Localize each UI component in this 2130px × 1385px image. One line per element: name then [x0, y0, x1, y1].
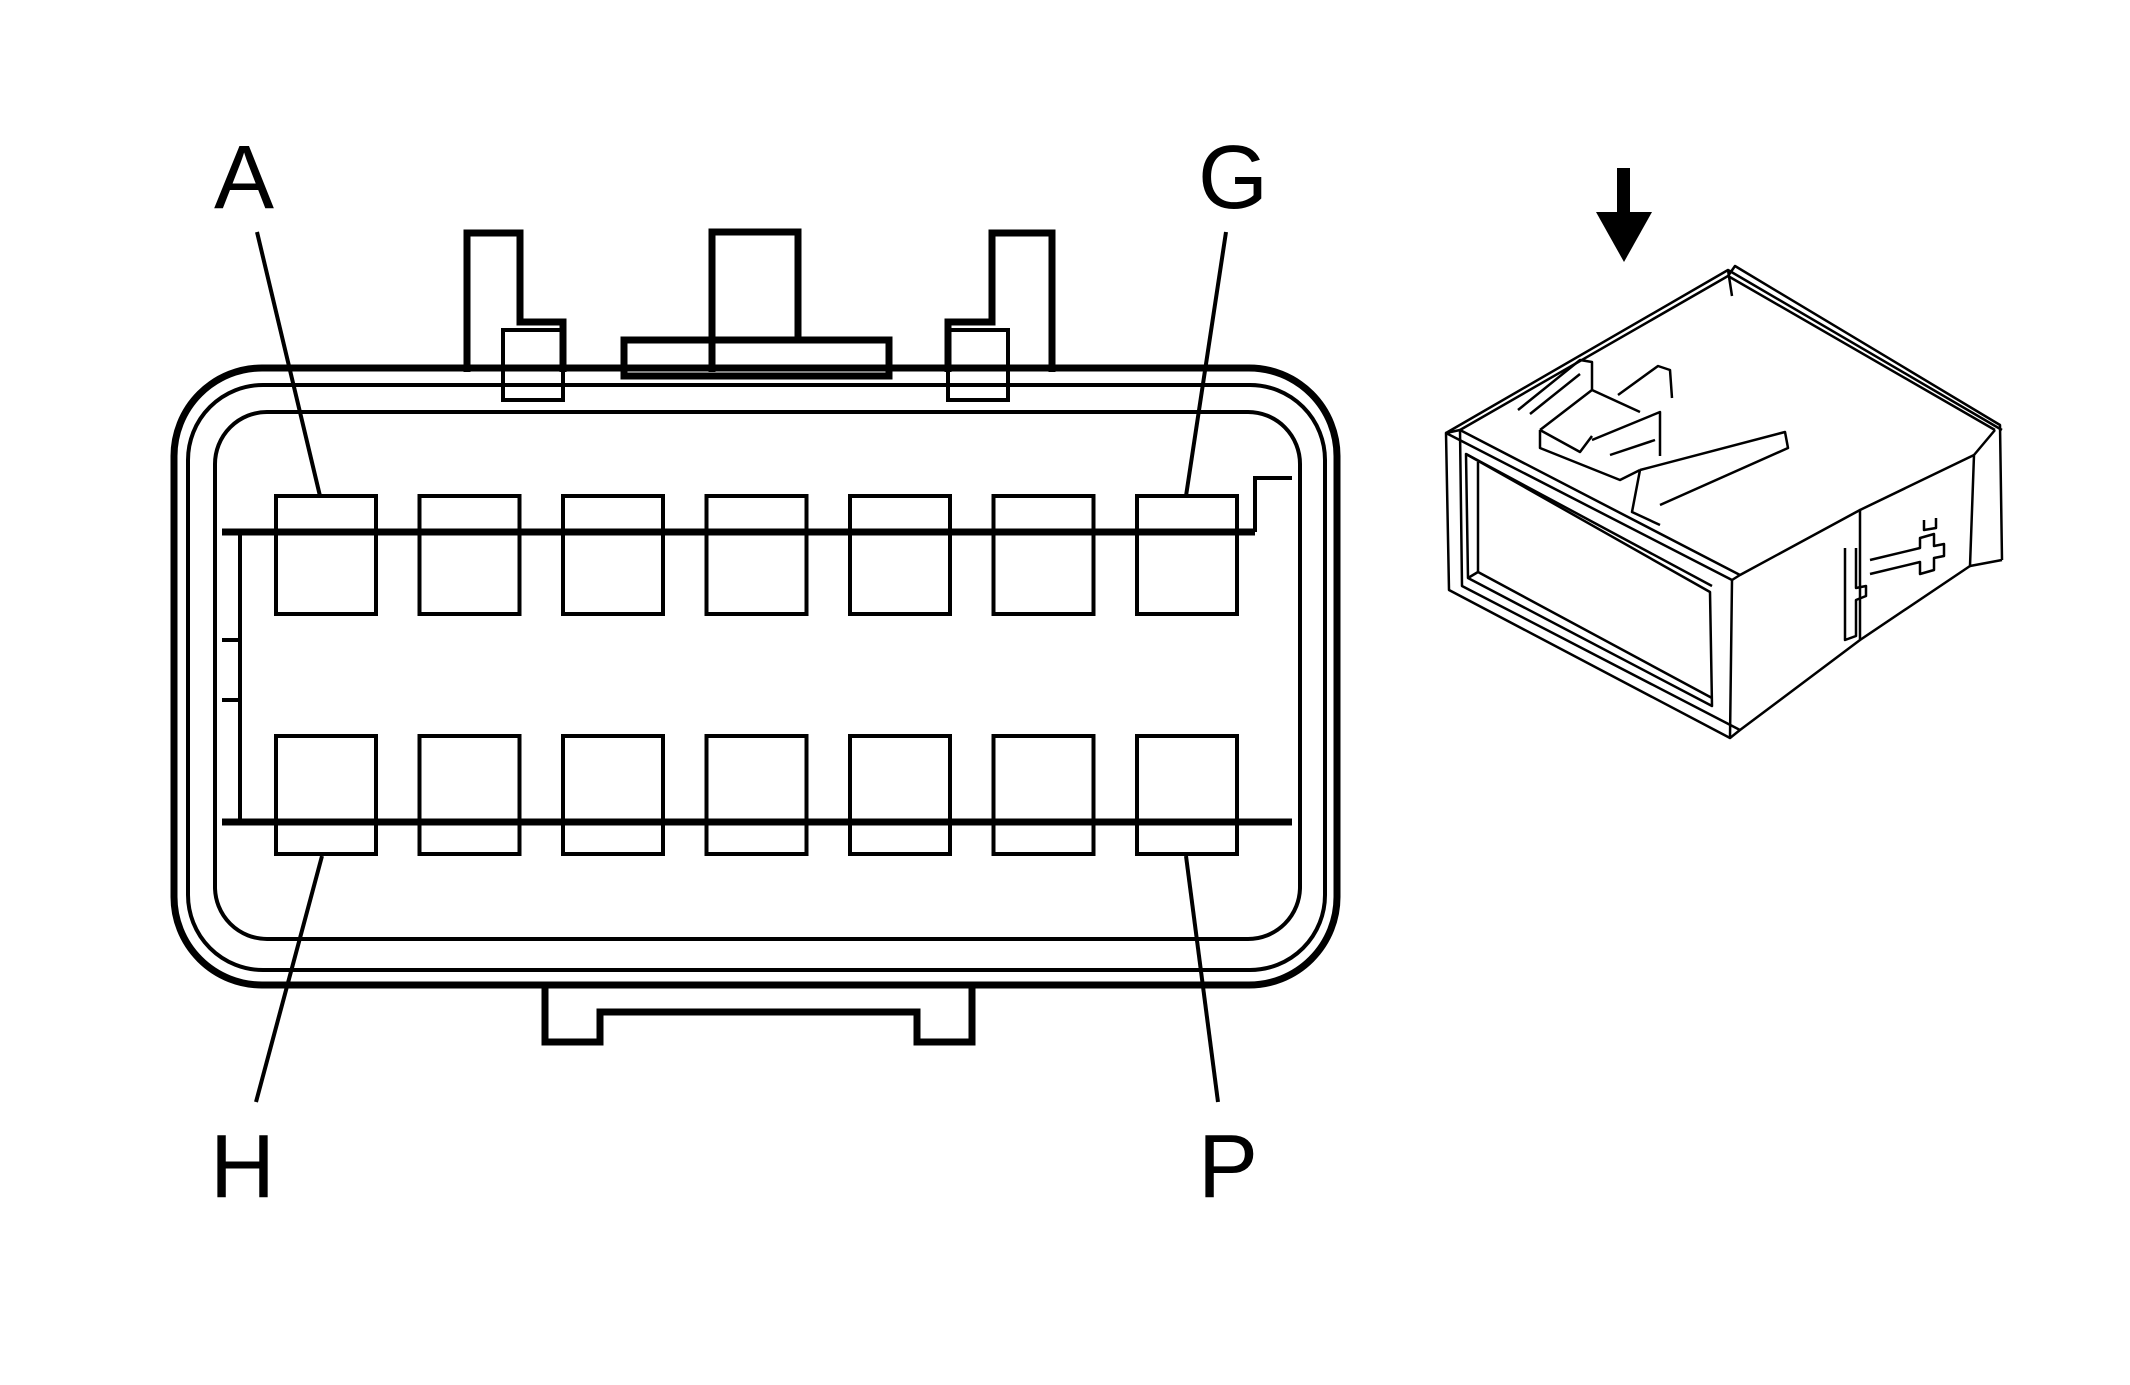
connector-housing — [170, 364, 1341, 989]
pin-leader-lines — [254, 231, 1228, 1103]
connector-face-view: A G H P — [170, 128, 1341, 1217]
terminal-cavity — [1135, 494, 1239, 616]
terminal-cavity — [561, 494, 665, 616]
pin-label-h: H — [210, 1117, 275, 1217]
top-locking-tabs — [463, 228, 1056, 402]
terminal-cavity — [991, 494, 1096, 616]
terminal-cavity — [704, 494, 809, 616]
terminal-cavity — [848, 734, 952, 856]
terminal-cavity — [274, 494, 378, 616]
pin-label-a: A — [214, 128, 274, 228]
terminal-cavity — [417, 494, 522, 616]
terminal-cavity — [704, 734, 809, 856]
terminal-cavity — [417, 734, 522, 856]
pin-label-p: P — [1198, 1117, 1258, 1217]
connector-isometric-view — [1444, 168, 2004, 740]
terminal-cavity — [274, 734, 378, 856]
mating-direction-arrow-icon — [1596, 168, 1652, 262]
terminal-cavity — [848, 494, 952, 616]
terminal-cavity — [561, 734, 665, 856]
bottom-latch — [541, 985, 976, 1046]
pin-label-g: G — [1198, 128, 1268, 228]
terminal-cavity — [1135, 734, 1239, 856]
terminal-cavities — [222, 494, 1292, 856]
terminal-cavity — [991, 734, 1096, 856]
